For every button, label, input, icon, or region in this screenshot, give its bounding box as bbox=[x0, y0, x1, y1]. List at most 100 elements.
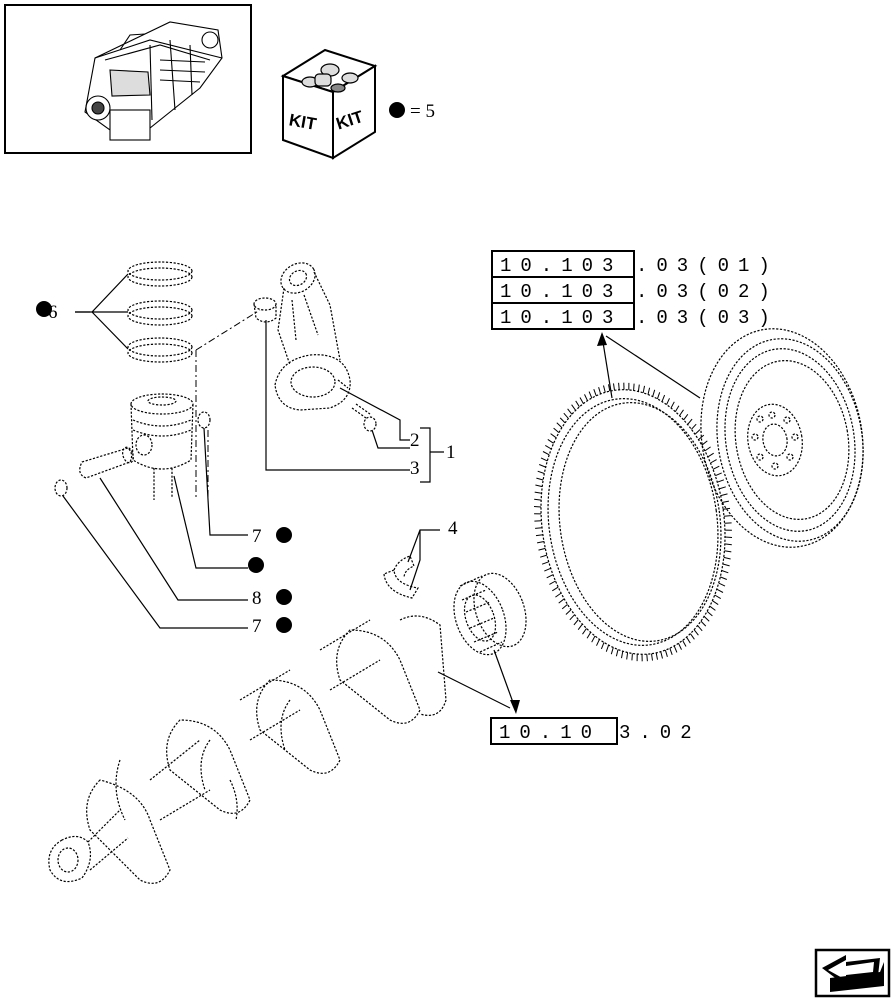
leader-4 bbox=[407, 529, 440, 591]
gear-tooth bbox=[679, 409, 684, 416]
callout-8: 8 bbox=[252, 588, 262, 609]
gear-tooth bbox=[596, 639, 600, 646]
piston-rings[interactable] bbox=[127, 261, 193, 363]
arrow-ring-gear-to-ref bbox=[601, 335, 613, 399]
reference-10-103-03-02[interactable]: 10.103 .03(02) bbox=[491, 276, 779, 304]
gear-tooth bbox=[656, 392, 661, 400]
leader-8 bbox=[99, 477, 248, 601]
gear-tooth bbox=[540, 554, 548, 558]
gear-tooth bbox=[718, 486, 726, 490]
gear-tooth bbox=[535, 527, 543, 529]
gear-tooth bbox=[615, 649, 619, 657]
reference-10-103-02[interactable]: 10.10 3.02 bbox=[490, 717, 701, 745]
small-end-bushing[interactable] bbox=[253, 297, 277, 323]
next-page-arrow-icon[interactable] bbox=[814, 948, 891, 998]
gear-tooth bbox=[707, 452, 714, 458]
gear-tooth bbox=[701, 440, 708, 446]
gear-tooth bbox=[674, 405, 680, 412]
arrowhead bbox=[510, 700, 520, 714]
svg-text:.03(03): .03(03) bbox=[636, 307, 779, 329]
gear-tooth bbox=[538, 547, 546, 551]
gear-tooth bbox=[535, 534, 543, 537]
gear-tooth bbox=[642, 385, 645, 393]
crankshaft-timing-gear[interactable] bbox=[444, 566, 535, 662]
snap-ring-lower[interactable] bbox=[54, 479, 68, 497]
gear-tooth bbox=[724, 543, 732, 546]
gear-tooth bbox=[546, 574, 554, 579]
leader-2 bbox=[339, 387, 410, 441]
leader-2b bbox=[371, 429, 410, 449]
gear-tooth bbox=[704, 446, 711, 452]
gear-tooth bbox=[714, 594, 721, 600]
gear-tooth bbox=[712, 465, 720, 470]
gear-tooth bbox=[537, 541, 545, 544]
gear-tooth bbox=[591, 635, 596, 643]
reference-10-103-03-01[interactable]: 10.103 .03(01) bbox=[491, 250, 779, 278]
arrow-crankshaft-to-ref bbox=[437, 671, 511, 709]
callout-1: 1 bbox=[446, 442, 456, 463]
flywheel[interactable] bbox=[684, 316, 880, 560]
crankshaft[interactable] bbox=[48, 615, 447, 884]
gear-tooth bbox=[697, 625, 703, 632]
piston[interactable] bbox=[130, 393, 194, 500]
gear-tooth bbox=[618, 382, 620, 390]
gear-tooth bbox=[637, 384, 640, 392]
gear-tooth bbox=[712, 600, 719, 606]
gear-tooth bbox=[652, 389, 656, 397]
leader-3 bbox=[265, 320, 410, 471]
gear-tooth bbox=[666, 398, 670, 405]
gear-tooth bbox=[541, 561, 549, 565]
gear-tooth bbox=[678, 643, 682, 650]
callout-7-upper: 7 bbox=[252, 526, 262, 547]
assembly-axis-line bbox=[195, 309, 261, 500]
reference-10-103-03-03[interactable]: 10.103 .03(03) bbox=[491, 302, 779, 330]
filled-circle-marker bbox=[36, 301, 52, 317]
gear-tooth bbox=[558, 598, 565, 604]
gear-tooth bbox=[669, 648, 673, 655]
gear-tooth bbox=[626, 652, 629, 660]
engine-thumbnail[interactable] bbox=[4, 4, 252, 154]
kit-quantity-note: = 5 bbox=[410, 101, 435, 122]
gear-tooth bbox=[718, 582, 726, 587]
gear-tooth bbox=[586, 632, 592, 639]
gear-tooth bbox=[579, 397, 584, 404]
gear-tooth bbox=[600, 642, 605, 650]
gear-tooth bbox=[603, 385, 606, 393]
leader-7-upper bbox=[203, 427, 248, 536]
gear-tooth bbox=[534, 491, 542, 494]
gear-tooth bbox=[694, 429, 701, 435]
gear-tooth bbox=[647, 387, 651, 395]
snap-ring-upper[interactable] bbox=[197, 411, 211, 429]
callout-2: 2 bbox=[410, 430, 420, 451]
gear-tooth bbox=[723, 515, 731, 517]
gear-tooth bbox=[555, 592, 562, 598]
gear-tooth bbox=[567, 408, 573, 415]
gear-tooth bbox=[571, 404, 577, 411]
gear-tooth bbox=[655, 652, 658, 660]
gear-tooth bbox=[553, 427, 560, 433]
gear-tooth bbox=[670, 401, 675, 409]
bracket-1 bbox=[420, 427, 444, 483]
gear-tooth bbox=[661, 394, 666, 402]
gear-tooth bbox=[706, 611, 713, 617]
main-bearing-shell[interactable] bbox=[383, 555, 419, 599]
gear-tooth bbox=[549, 580, 556, 585]
gear-tooth bbox=[700, 620, 707, 627]
connecting-rod[interactable] bbox=[274, 257, 351, 411]
svg-text:10.103: 10.103 bbox=[500, 281, 622, 303]
kit-label-left: KIT bbox=[288, 110, 319, 134]
filled-circle-marker bbox=[248, 557, 264, 573]
gear-tooth bbox=[584, 394, 588, 401]
piston-pin[interactable] bbox=[79, 446, 135, 479]
gear-tooth bbox=[605, 644, 610, 652]
gear-tooth bbox=[687, 418, 693, 425]
gear-tooth bbox=[660, 651, 663, 659]
filled-circle-marker bbox=[276, 589, 292, 605]
gear-tooth bbox=[608, 384, 611, 392]
callout-7-lower: 7 bbox=[252, 616, 262, 637]
callout-4: 4 bbox=[448, 518, 458, 539]
gear-tooth bbox=[534, 498, 542, 501]
flywheel-ring-gear[interactable] bbox=[524, 378, 741, 667]
gear-tooth bbox=[569, 614, 575, 621]
rod-bolt[interactable] bbox=[351, 403, 377, 432]
